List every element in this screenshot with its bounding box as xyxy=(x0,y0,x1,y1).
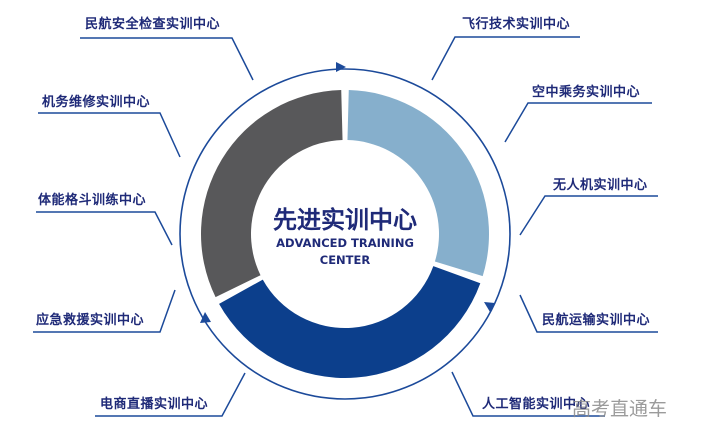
label-cabin-crew: 空中乘务实训中心 xyxy=(532,85,641,100)
segment-gray xyxy=(201,90,343,298)
label-emergency: 应急救援实训中心 xyxy=(36,313,145,328)
label-security-check: 民航安全检查实训中心 xyxy=(85,17,221,32)
segment-light-blue xyxy=(347,90,490,277)
label-ai: 人工智能实训中心 xyxy=(482,397,591,412)
watermark: 高考直通车 xyxy=(572,398,668,420)
outer-ring xyxy=(179,68,511,400)
label-maintenance: 机务维修实训中心 xyxy=(42,95,151,110)
label-drone: 无人机实训中心 xyxy=(553,178,648,193)
arrow-icon-right xyxy=(484,302,495,312)
label-fitness: 体能格斗训练中心 xyxy=(38,193,147,208)
label-transport: 民航运输实训中心 xyxy=(542,313,651,328)
leader-lines xyxy=(33,36,658,417)
label-ecommerce: 电商直播实训中心 xyxy=(100,397,209,412)
center-subtitle: ADVANCED TRAINING CENTER xyxy=(245,235,445,269)
label-flight-tech: 飞行技术实训中心 xyxy=(462,17,571,32)
arrow-icon-top xyxy=(336,62,346,72)
arrow-icon-left xyxy=(200,312,211,323)
subtitle-line-1: ADVANCED TRAINING xyxy=(276,236,414,250)
subtitle-line-2: CENTER xyxy=(319,253,371,267)
segment-dark-blue xyxy=(219,266,481,378)
center-title: 先进实训中心 xyxy=(273,206,417,234)
